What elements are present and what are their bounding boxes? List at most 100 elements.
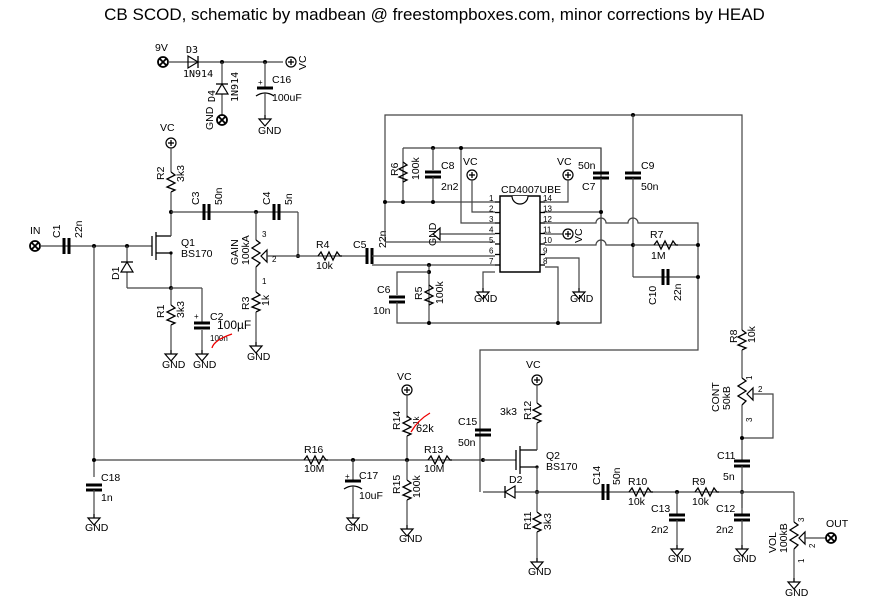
svg-text:VC: VC bbox=[573, 228, 585, 243]
svg-text:R7: R7 bbox=[650, 229, 664, 241]
svg-text:D2: D2 bbox=[509, 474, 523, 486]
svg-text:10n: 10n bbox=[373, 305, 391, 317]
ic-pin-label: 9 bbox=[543, 247, 548, 256]
svg-text:R15: R15 bbox=[391, 475, 403, 494]
svg-text:C18: C18 bbox=[101, 472, 120, 484]
svg-text:10k: 10k bbox=[692, 496, 710, 508]
svg-text:GND: GND bbox=[427, 222, 439, 246]
svg-text:100n: 100n bbox=[210, 334, 228, 343]
gnd-jack-icon[interactable] bbox=[216, 114, 228, 126]
svg-text:GND: GND bbox=[474, 293, 498, 305]
svg-text:D1: D1 bbox=[110, 266, 122, 280]
svg-text:Q2: Q2 bbox=[546, 450, 560, 462]
svg-text:D3: D3 bbox=[186, 45, 198, 56]
ic-pin-label: 1 bbox=[489, 194, 494, 203]
output-jack-icon[interactable] bbox=[825, 532, 837, 544]
svg-text:R14: R14 bbox=[391, 411, 403, 430]
svg-text:10k: 10k bbox=[746, 325, 758, 343]
ic-pin-label: 5 bbox=[489, 236, 494, 245]
svg-text:1: 1 bbox=[797, 558, 806, 563]
ic-pin-label: 11 bbox=[543, 226, 552, 235]
svg-text:C9: C9 bbox=[641, 160, 655, 172]
svg-text:GND: GND bbox=[345, 522, 369, 534]
svg-text:VC: VC bbox=[526, 359, 541, 371]
diode-d4: D4 1N914 bbox=[207, 62, 241, 115]
svg-text:3k3: 3k3 bbox=[175, 301, 187, 318]
svg-text:3k3: 3k3 bbox=[175, 165, 187, 182]
svg-text:C17: C17 bbox=[359, 470, 378, 482]
svg-text:5n: 5n bbox=[723, 471, 735, 483]
svg-text:R8: R8 bbox=[728, 329, 740, 343]
svg-text:C4: C4 bbox=[261, 191, 273, 205]
svg-text:C6: C6 bbox=[377, 284, 391, 296]
9v-jack-icon[interactable] bbox=[157, 56, 169, 68]
ic-pin-label: 8 bbox=[543, 257, 548, 266]
svg-text:+: + bbox=[345, 472, 350, 481]
svg-text:C5: C5 bbox=[353, 239, 367, 251]
mosfet-q2: Q2 BS170 bbox=[515, 446, 578, 474]
svg-text:C10: C10 bbox=[647, 286, 659, 305]
svg-text:R5: R5 bbox=[413, 286, 425, 300]
vol-potentiometer[interactable]: 3 2 1 VOL 100kB bbox=[767, 492, 826, 578]
svg-text:GAIN: GAIN bbox=[229, 239, 241, 265]
svg-text:22n: 22n bbox=[377, 230, 389, 248]
svg-text:C11: C11 bbox=[717, 450, 736, 462]
capacitor-c16: + C16 100uF bbox=[255, 62, 302, 115]
svg-text:GND: GND bbox=[193, 359, 217, 371]
svg-text:R16: R16 bbox=[304, 444, 323, 456]
svg-text:C12: C12 bbox=[716, 503, 735, 515]
svg-text:R9: R9 bbox=[692, 476, 706, 488]
svg-text:GND: GND bbox=[570, 293, 594, 305]
svg-text:C1: C1 bbox=[51, 224, 63, 238]
svg-text:10M: 10M bbox=[424, 463, 444, 475]
svg-text:C3: C3 bbox=[190, 191, 202, 205]
svg-text:100uF: 100uF bbox=[272, 92, 302, 104]
svg-text:C15: C15 bbox=[458, 416, 477, 428]
svg-text:GND: GND bbox=[733, 553, 757, 565]
svg-text:50n: 50n bbox=[611, 467, 623, 485]
svg-text:50kB: 50kB bbox=[721, 386, 733, 410]
svg-text:+: + bbox=[258, 78, 263, 87]
svg-text:R2: R2 bbox=[155, 166, 167, 180]
svg-text:C2: C2 bbox=[210, 311, 224, 323]
power-section: 9V D3 1N914 VC D4 1N914 GND + C16 100 bbox=[155, 42, 309, 137]
svg-text:R4: R4 bbox=[316, 239, 330, 251]
svg-text:22n: 22n bbox=[672, 283, 684, 301]
svg-text:Q1: Q1 bbox=[181, 237, 195, 249]
svg-text:R12: R12 bbox=[522, 401, 534, 420]
svg-text:100k: 100k bbox=[410, 156, 422, 180]
tone-output-section: R8 10k 1 2 3 CONT 50kB C11 5n C18 1n GND… bbox=[84, 325, 849, 599]
ic-pin-label: 3 bbox=[489, 215, 494, 224]
svg-text:2n2: 2n2 bbox=[441, 181, 459, 193]
ic-pin-label: 12 bbox=[543, 215, 552, 224]
svg-text:VC: VC bbox=[463, 156, 478, 168]
ic-pin-label: 14 bbox=[543, 194, 552, 203]
svg-text:BS170: BS170 bbox=[181, 248, 213, 260]
svg-text:100kB: 100kB bbox=[778, 523, 790, 553]
svg-text:GND: GND bbox=[247, 351, 271, 363]
svg-text:VC: VC bbox=[397, 371, 412, 383]
svg-text:IN: IN bbox=[30, 225, 41, 237]
cont-potentiometer[interactable]: 1 2 3 CONT 50kB bbox=[710, 375, 774, 439]
input-jack-icon[interactable] bbox=[29, 240, 41, 252]
svg-text:R1: R1 bbox=[155, 304, 167, 318]
svg-text:R3: R3 bbox=[240, 296, 252, 310]
svg-text:CD4007UBE: CD4007UBE bbox=[501, 184, 561, 196]
svg-text:BS170: BS170 bbox=[546, 461, 578, 473]
svg-text:50n: 50n bbox=[458, 437, 476, 449]
vc-supply-icon bbox=[285, 56, 297, 68]
svg-text:50n: 50n bbox=[213, 187, 225, 205]
svg-text:1: 1 bbox=[745, 375, 754, 380]
svg-text:VC: VC bbox=[297, 55, 309, 70]
schematic-title: CB SCOD, schematic by madbean @ freestom… bbox=[104, 5, 765, 24]
svg-text:2n2: 2n2 bbox=[651, 524, 669, 536]
diode-d3: D3 1N914 bbox=[183, 45, 213, 80]
svg-text:GND: GND bbox=[85, 522, 109, 534]
svg-text:1N914: 1N914 bbox=[183, 69, 213, 80]
svg-text:2: 2 bbox=[808, 543, 817, 548]
svg-text:C7: C7 bbox=[582, 181, 596, 193]
gain-potentiometer[interactable]: 3 2 1 GAIN 100kA bbox=[229, 212, 298, 292]
svg-text:10k: 10k bbox=[316, 260, 334, 272]
svg-text:100µF: 100µF bbox=[217, 318, 251, 332]
